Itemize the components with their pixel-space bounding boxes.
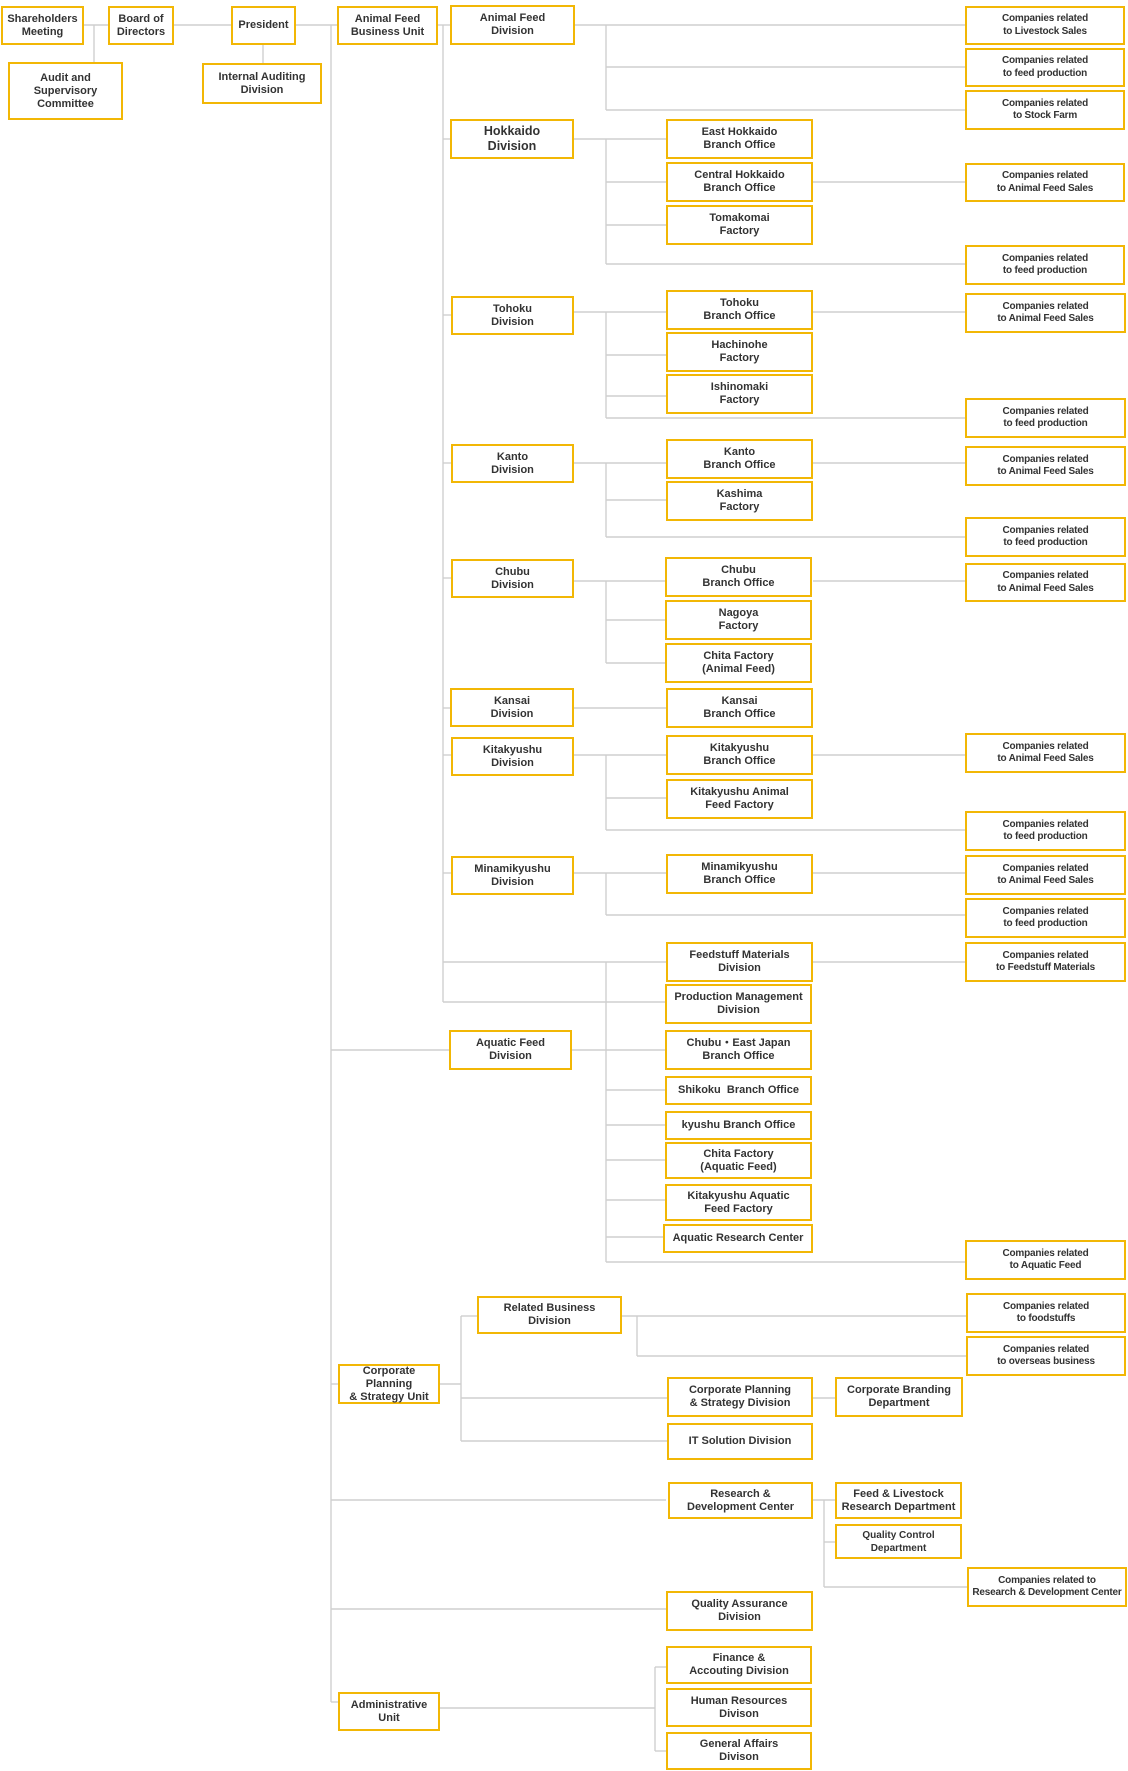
node-kashima-factory[interactable]: Kashima Factory: [666, 481, 813, 521]
node-chita-animal-feed[interactable]: Chita Factory (Animal Feed): [665, 643, 812, 683]
node-rel-feedstuff[interactable]: Companies related to Feedstuff Materials: [965, 942, 1126, 982]
node-animal-feed-unit[interactable]: Animal Feed Business Unit: [337, 6, 438, 45]
node-rel-rd-center[interactable]: Companies related to Research & Developm…: [967, 1567, 1127, 1607]
node-rel-overseas[interactable]: Companies related to overseas business: [966, 1336, 1126, 1376]
node-kitakyushu-aquatic-factory[interactable]: Kitakyushu Aquatic Feed Factory: [665, 1184, 812, 1221]
node-chubu-branch[interactable]: Chubu Branch Office: [665, 557, 812, 597]
node-internal-auditing[interactable]: Internal Auditing Division: [202, 63, 322, 104]
node-minamikyushu-division[interactable]: Minamikyushu Division: [451, 856, 574, 895]
node-rel-fp-kitakyushu[interactable]: Companies related to feed production: [965, 811, 1126, 851]
node-feedstuff-division[interactable]: Feedstuff Materials Division: [666, 942, 813, 982]
node-kitakyushu-division[interactable]: Kitakyushu Division: [451, 737, 574, 776]
node-finance-division[interactable]: Finance & Accouting Division: [666, 1646, 812, 1684]
node-rd-center[interactable]: Research & Development Center: [668, 1482, 813, 1519]
node-related-business-division[interactable]: Related Business Division: [477, 1296, 622, 1334]
node-kyushu-branch[interactable]: kyushu Branch Office: [665, 1111, 812, 1140]
node-aquatic-feed-division[interactable]: Aquatic Feed Division: [449, 1030, 572, 1070]
node-corporate-planning-division[interactable]: Corporate Planning & Strategy Division: [667, 1377, 813, 1417]
node-rel-livestock-sales[interactable]: Companies related to Livestock Sales: [965, 6, 1125, 45]
node-kitakyushu-animal-factory[interactable]: Kitakyushu Animal Feed Factory: [666, 779, 813, 819]
node-corporate-branding[interactable]: Corporate Branding Department: [835, 1377, 963, 1417]
node-animal-feed-division[interactable]: Animal Feed Division: [450, 5, 575, 45]
node-chubu-division[interactable]: Chubu Division: [451, 559, 574, 598]
node-rel-fp-kanto[interactable]: Companies related to feed production: [965, 517, 1126, 557]
node-human-resources-division[interactable]: Human Resources Divison: [666, 1688, 812, 1727]
node-minamikyushu-branch[interactable]: Minamikyushu Branch Office: [666, 854, 813, 894]
node-ishinomaki-factory[interactable]: Ishinomaki Factory: [666, 374, 813, 414]
node-president[interactable]: President: [231, 6, 296, 45]
node-rel-fp-hokkaido[interactable]: Companies related to feed production: [965, 245, 1125, 285]
node-kanto-division[interactable]: Kanto Division: [451, 444, 574, 483]
node-east-hokkaido[interactable]: East Hokkaido Branch Office: [666, 119, 813, 159]
node-rel-fp-minamikyushu[interactable]: Companies related to feed production: [965, 898, 1126, 938]
node-rel-afs-minamikyushu[interactable]: Companies related to Animal Feed Sales: [965, 855, 1126, 895]
node-kansai-branch[interactable]: Kansai Branch Office: [666, 688, 813, 728]
node-rel-stock-farm[interactable]: Companies related to Stock Farm: [965, 90, 1125, 130]
node-rel-afs-kitakyushu[interactable]: Companies related to Animal Feed Sales: [965, 733, 1126, 773]
node-rel-fp-tohoku[interactable]: Companies related to feed production: [965, 398, 1126, 438]
node-board-of-directors[interactable]: Board of Directors: [108, 6, 174, 45]
node-quality-control[interactable]: Quality Control Department: [835, 1524, 962, 1559]
node-rel-foodstuffs[interactable]: Companies related to foodstuffs: [966, 1293, 1126, 1333]
node-aquatic-research-center[interactable]: Aquatic Research Center: [663, 1224, 813, 1253]
node-rel-aquatic-feed[interactable]: Companies related to Aquatic Feed: [965, 1240, 1126, 1280]
node-chubu-east-japan[interactable]: Chubu・East Japan Branch Office: [665, 1030, 812, 1070]
node-it-solution-division[interactable]: IT Solution Division: [667, 1423, 813, 1460]
node-hokkaido-division[interactable]: Hokkaido Division: [450, 119, 574, 159]
node-nagoya-factory[interactable]: Nagoya Factory: [665, 600, 812, 640]
node-rel-afs-hokkaido[interactable]: Companies related to Animal Feed Sales: [965, 163, 1125, 202]
node-tomakomai-factory[interactable]: Tomakomai Factory: [666, 205, 813, 245]
node-hachinohe-factory[interactable]: Hachinohe Factory: [666, 332, 813, 372]
node-shareholders-meeting[interactable]: Shareholders Meeting: [1, 6, 84, 45]
node-chita-aquatic-feed[interactable]: Chita Factory (Aquatic Feed): [665, 1142, 812, 1179]
node-general-affairs-division[interactable]: General Affairs Divison: [666, 1732, 812, 1770]
node-rel-afs-chubu[interactable]: Companies related to Animal Feed Sales: [965, 563, 1126, 602]
node-administrative-unit[interactable]: Administrative Unit: [338, 1692, 440, 1731]
node-central-hokkaido[interactable]: Central Hokkaido Branch Office: [666, 162, 813, 202]
node-production-management[interactable]: Production Management Division: [665, 984, 812, 1024]
node-tohoku-branch[interactable]: Tohoku Branch Office: [666, 290, 813, 330]
node-shikoku-branch[interactable]: Shikoku Branch Office: [665, 1076, 812, 1105]
node-kansai-division[interactable]: Kansai Division: [450, 688, 574, 727]
node-quality-assurance[interactable]: Quality Assurance Division: [666, 1591, 813, 1631]
node-corporate-planning-unit[interactable]: Corporate Planning & Strategy Unit: [338, 1364, 440, 1404]
node-tohoku-division[interactable]: Tohoku Division: [451, 296, 574, 335]
node-feed-livestock-research[interactable]: Feed & Livestock Research Department: [835, 1482, 962, 1519]
node-audit-committee[interactable]: Audit and Supervisory Committee: [8, 62, 123, 120]
node-rel-feed-production-1[interactable]: Companies related to feed production: [965, 48, 1125, 87]
node-rel-afs-tohoku[interactable]: Companies related to Animal Feed Sales: [965, 293, 1126, 333]
node-kitakyushu-branch[interactable]: Kitakyushu Branch Office: [666, 735, 813, 775]
node-kanto-branch[interactable]: Kanto Branch Office: [666, 439, 813, 479]
node-rel-afs-kanto[interactable]: Companies related to Animal Feed Sales: [965, 446, 1126, 486]
